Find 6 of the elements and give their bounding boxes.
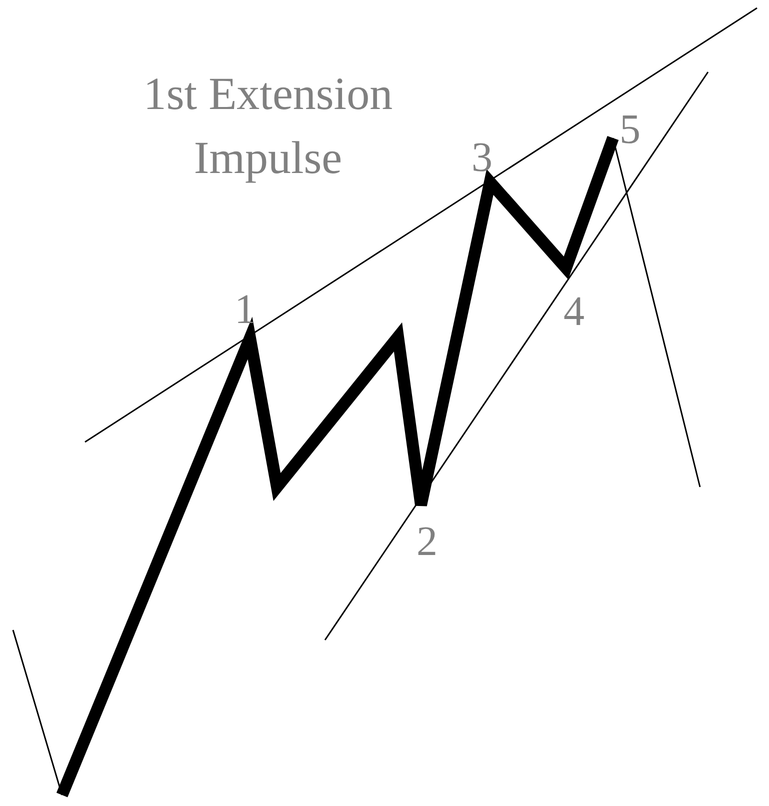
wave-number: 1 [234, 289, 256, 331]
chart-title: 1st Extension Impulse [142, 67, 394, 185]
wave-number: 2 [416, 521, 438, 563]
wave-number: 4 [564, 291, 584, 333]
wave-number: 3 [472, 137, 492, 179]
wave-number: 5 [620, 109, 640, 151]
